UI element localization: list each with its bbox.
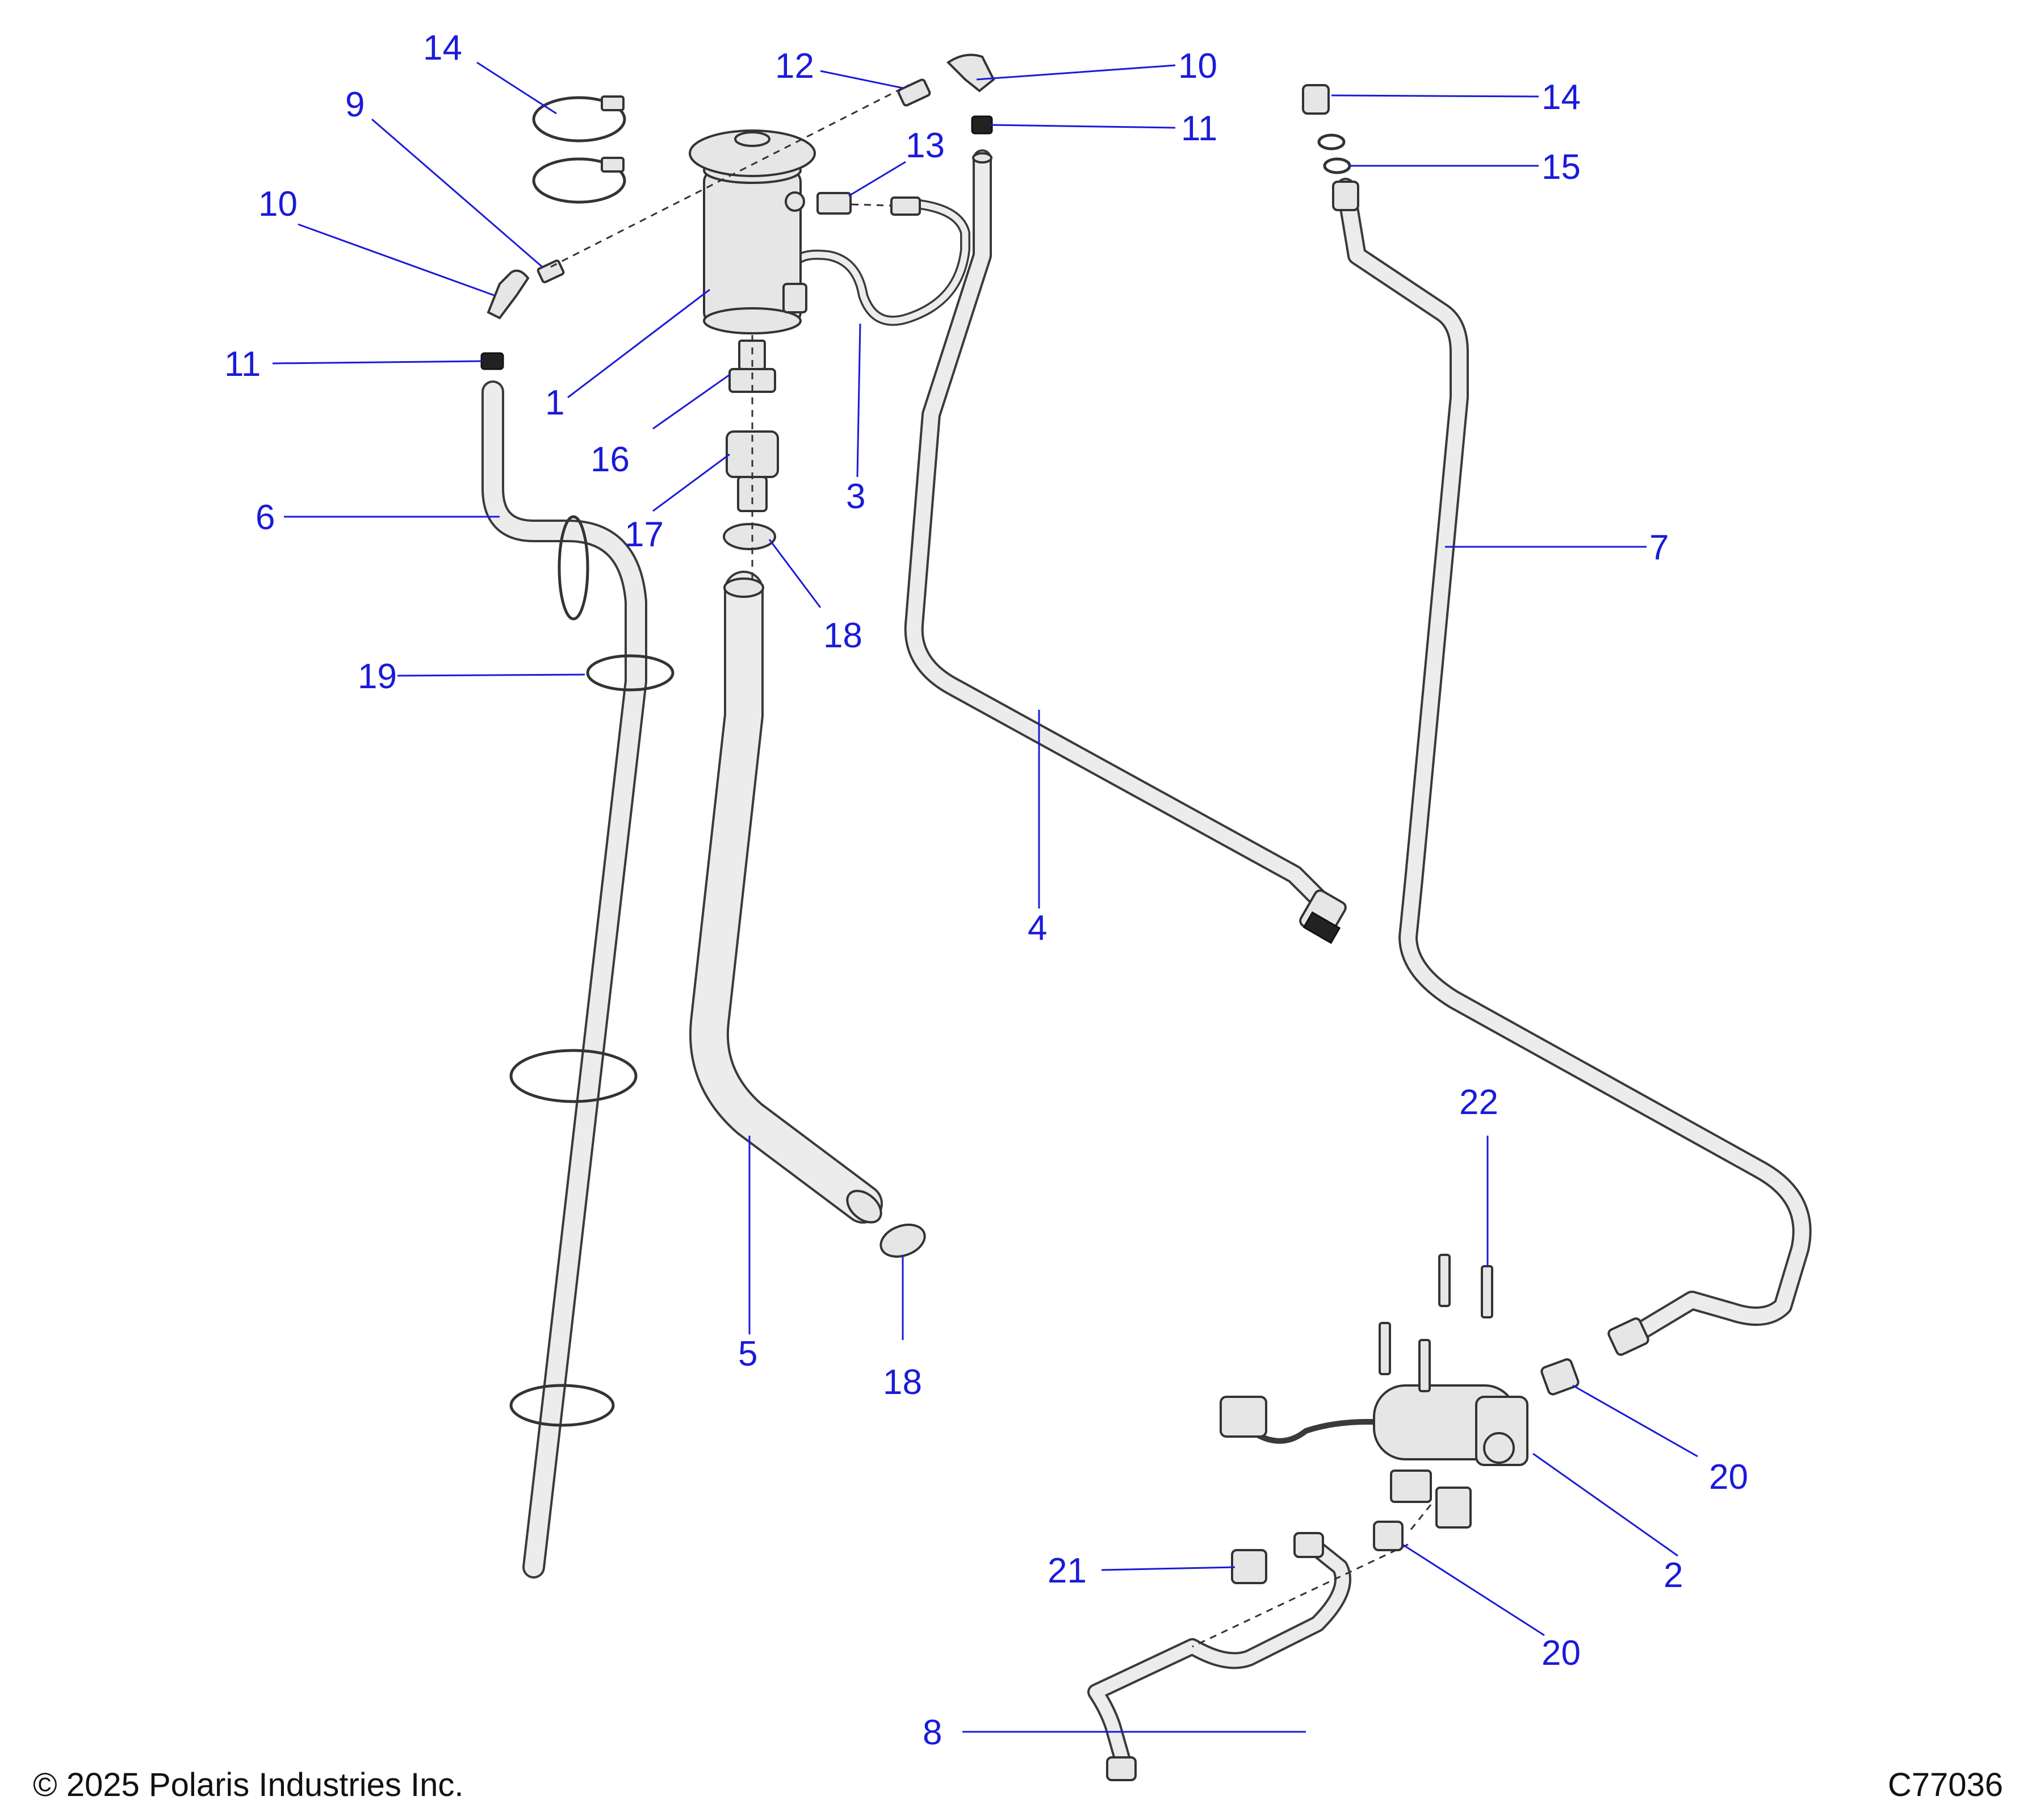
callout-labels: 1 2 3 4 5 6 7 8 9 10 10 11 11 12 13 14 1… <box>224 28 1748 1752</box>
callout-18-lower: 18 <box>883 1363 922 1402</box>
hose-clamp-18-lower <box>879 1223 926 1258</box>
callout-14-right: 14 <box>1542 78 1581 117</box>
callout-5: 5 <box>738 1334 757 1374</box>
callout-8: 8 <box>923 1713 942 1752</box>
callout-22: 22 <box>1459 1083 1498 1122</box>
tube-7 <box>1332 178 1812 1356</box>
tube-5 <box>689 571 883 1224</box>
callout-11-left: 11 <box>224 345 261 384</box>
callout-17: 17 <box>625 515 664 554</box>
leader-lines <box>272 61 1698 1733</box>
copyright-notice: © 2025 Polaris Industries Inc. <box>33 1766 464 1803</box>
fitting-16 <box>728 340 776 393</box>
fuel-pump <box>1220 1384 1528 1529</box>
callout-14-left: 14 <box>423 28 462 68</box>
callout-20-right: 20 <box>1709 1458 1748 1497</box>
callout-11-top: 11 <box>1181 109 1217 148</box>
callout-2: 2 <box>1664 1556 1683 1595</box>
fitting-13 <box>816 192 921 216</box>
callout-15: 15 <box>1542 148 1581 187</box>
callout-6: 6 <box>256 498 275 537</box>
tube-4 <box>904 149 1347 944</box>
tube-8 <box>1087 1532 1351 1781</box>
cable-ties-19 <box>509 515 675 1427</box>
tube-3 <box>788 199 970 326</box>
assembly-lines <box>550 84 1432 1648</box>
drawing-id: C77036 <box>1887 1766 2003 1803</box>
fittings-20-21 <box>1231 1358 1580 1584</box>
callout-10-top: 10 <box>1178 47 1217 86</box>
callout-9: 9 <box>345 85 365 124</box>
callout-3: 3 <box>846 477 865 516</box>
tube-6 <box>481 380 647 1579</box>
callout-21: 21 <box>1048 1551 1087 1590</box>
bolts-22 <box>1379 1254 1493 1392</box>
fittings-top <box>897 53 995 135</box>
hose-clamp-18-upper <box>723 523 776 550</box>
callout-4: 4 <box>1028 909 1047 948</box>
callout-13: 13 <box>906 126 945 165</box>
callout-18-upper: 18 <box>823 616 862 655</box>
fittings-left <box>480 259 565 370</box>
callout-16: 16 <box>590 440 630 479</box>
callout-7: 7 <box>1649 528 1669 567</box>
hose-clamps-14 <box>532 95 626 204</box>
callout-20-lower: 20 <box>1542 1634 1581 1673</box>
callout-12: 12 <box>775 47 814 86</box>
callout-10-left: 10 <box>258 185 298 224</box>
reservoir-tank <box>689 129 816 334</box>
fittings-right <box>1302 84 1351 174</box>
callout-19: 19 <box>358 657 397 696</box>
callout-1: 1 <box>545 383 564 422</box>
